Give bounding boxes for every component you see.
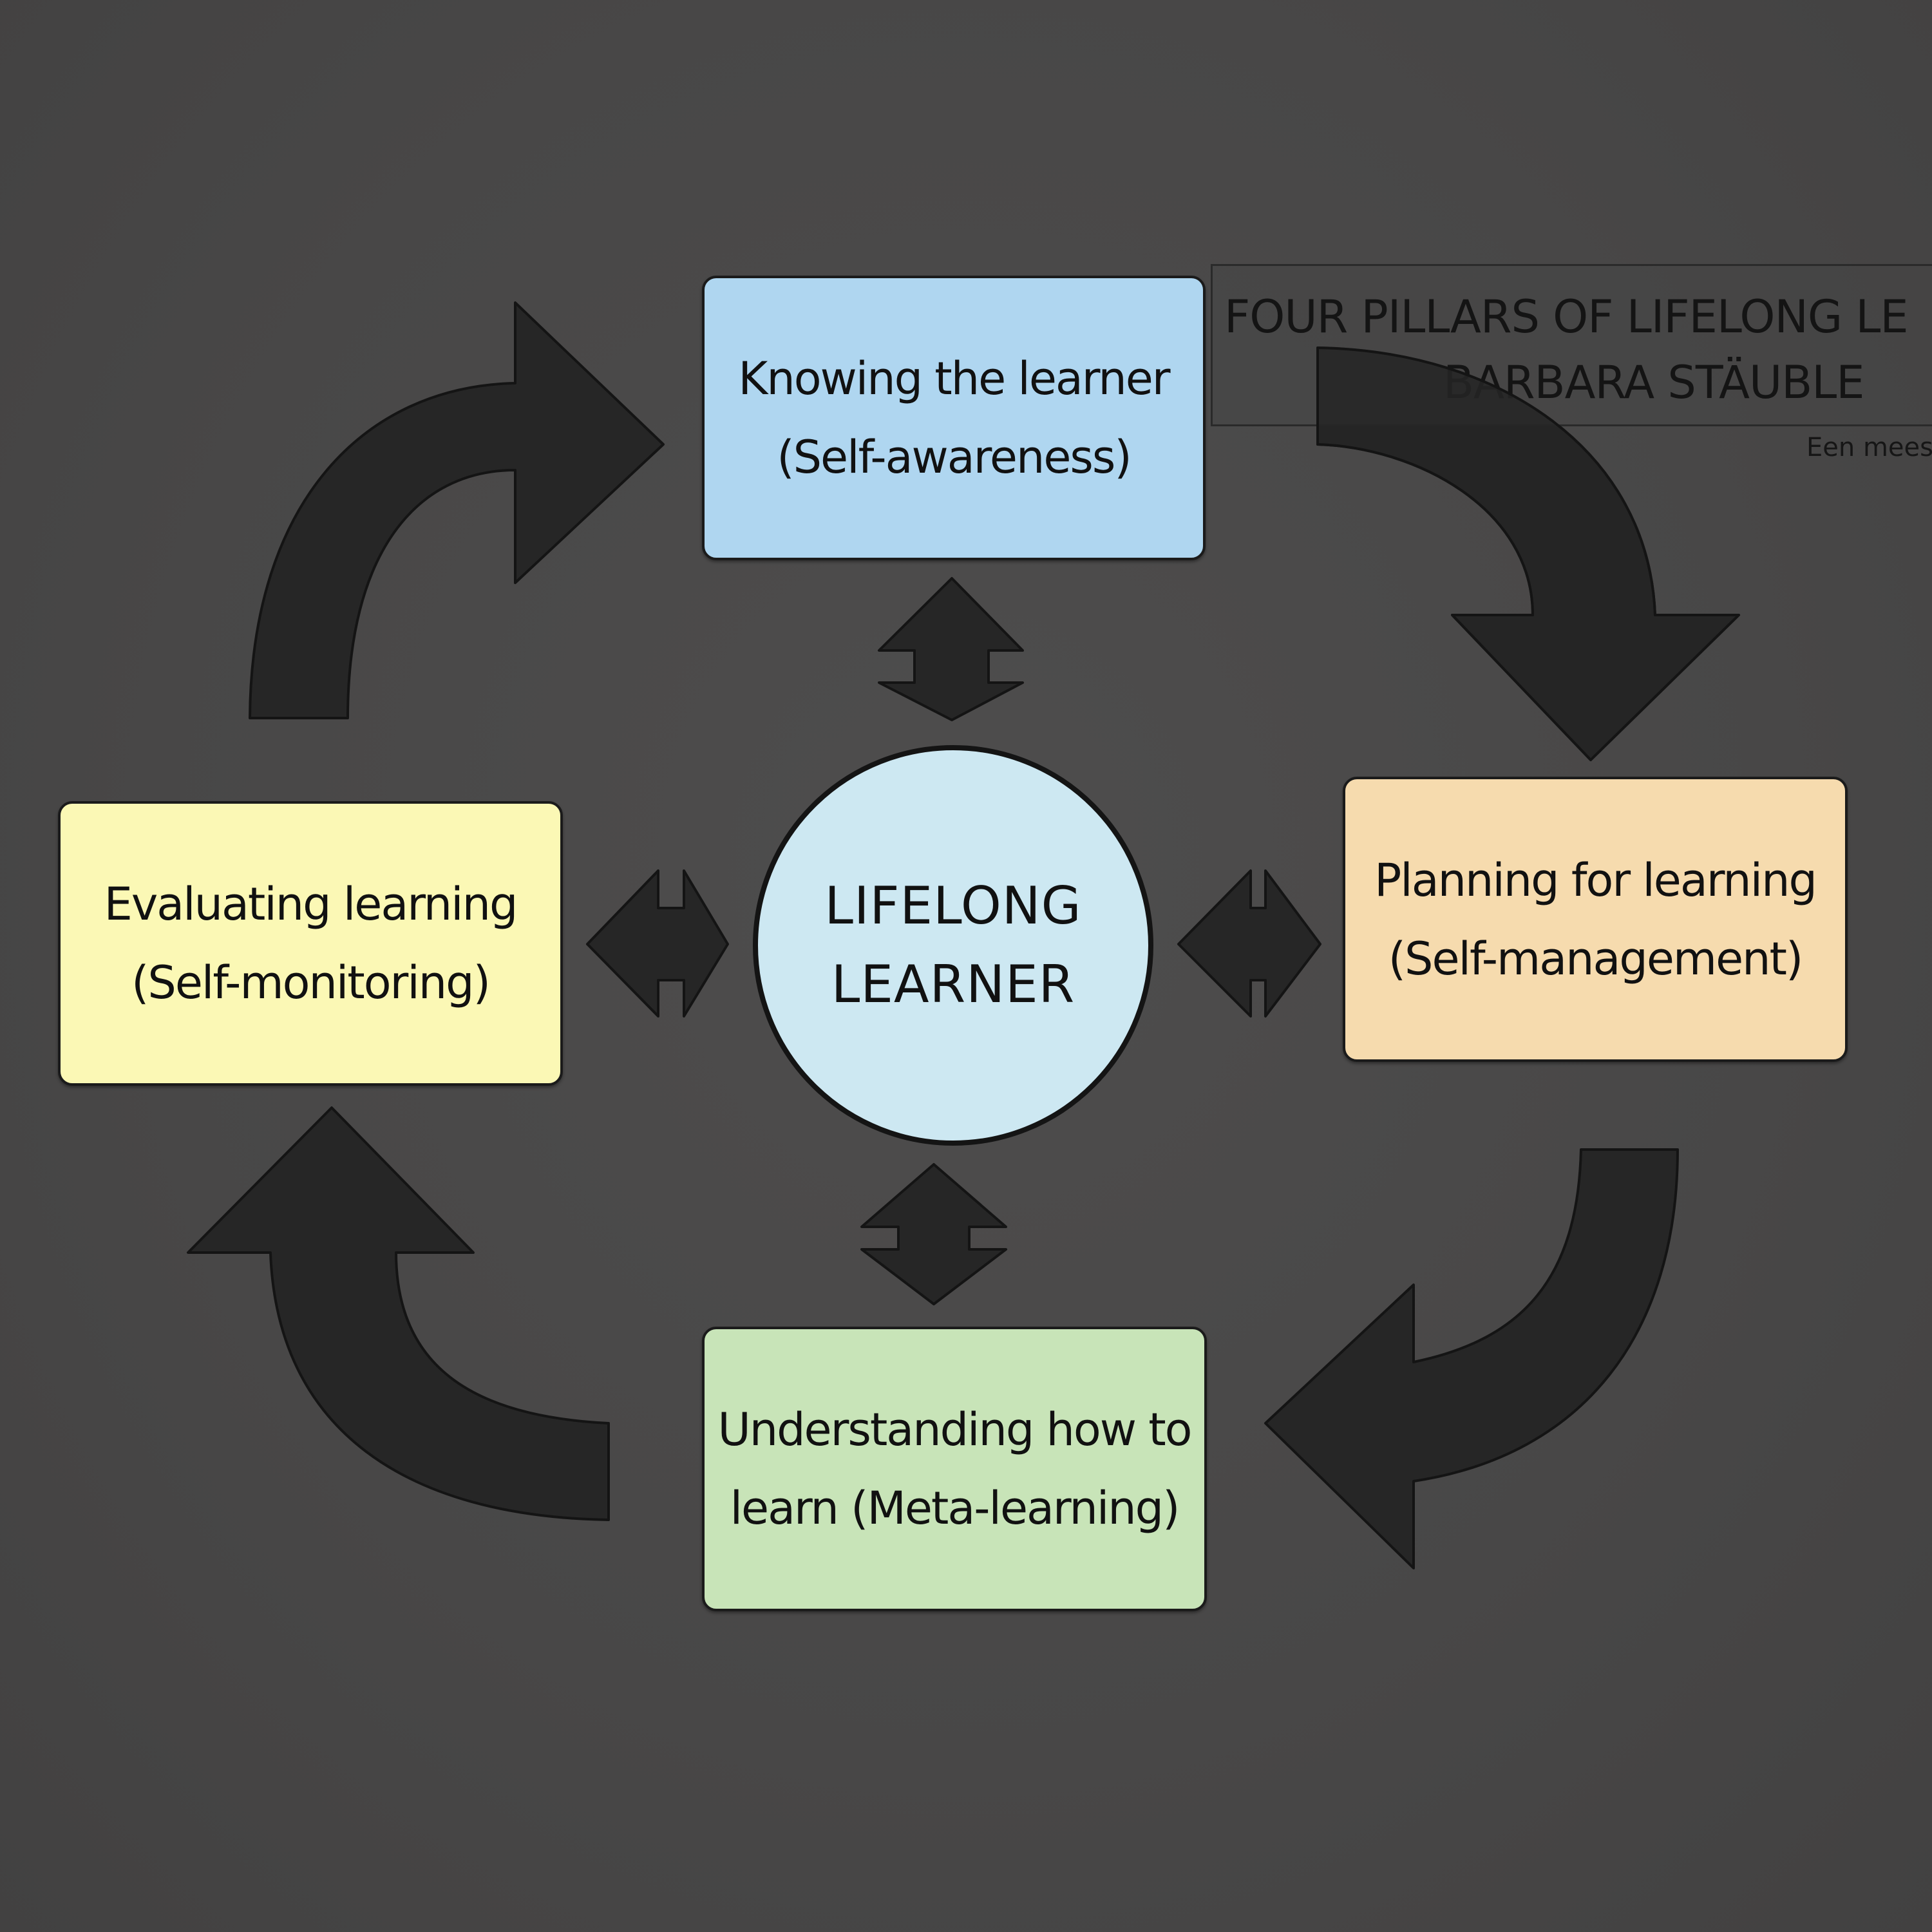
author-text: BARBARA STÄUBLE <box>1443 356 1865 409</box>
pillar-title: Understanding how to <box>717 1403 1193 1456</box>
pillar-subtitle: (Self-monitoring) <box>131 956 491 1009</box>
pillar-title: Planning for learning <box>1374 853 1817 907</box>
pillar-subtitle: learn (Meta-learning) <box>730 1482 1180 1535</box>
pillar-subtitle: (Self-management) <box>1388 932 1804 985</box>
pillar-evaluating-learning: Evaluating learning (Self-monitoring) <box>58 801 563 1086</box>
double-arrow-icon <box>1177 869 1321 1018</box>
double-arrow-icon <box>860 1163 1007 1305</box>
center-label-line: LEARNER <box>831 954 1075 1014</box>
center-label: LIFELONG LEARNER <box>753 746 1153 1145</box>
pillar-knowing-the-learner: Knowing the learner (Self-awareness) <box>702 276 1206 560</box>
pillar-understanding-how-to-learn: Understanding how to learn (Meta-learnin… <box>702 1327 1207 1611</box>
pillar-title: Evaluating learning <box>104 878 518 931</box>
double-arrow-icon <box>586 869 729 1018</box>
center-circle <box>753 745 1153 1146</box>
subtitle-text: Een mees <box>1806 433 1932 462</box>
double-arrow-icon <box>878 577 1024 721</box>
pillar-title: Knowing the learner <box>738 352 1170 405</box>
curved-arrow-icon <box>187 1106 610 1521</box>
pillar-subtitle: (Self-awareness) <box>777 431 1132 484</box>
curved-arrow-icon <box>1264 1148 1679 1569</box>
title-text: FOUR PILLARS OF LIFELONG LE <box>1224 290 1909 343</box>
curved-arrow-icon <box>249 301 665 719</box>
pillar-planning-for-learning: Planning for learning (Self-management) <box>1343 777 1848 1062</box>
center-label-line: LIFELONG <box>824 876 1082 936</box>
title-banner: FOUR PILLARS OF LIFELONG LE BARBARA STÄU… <box>1211 264 1932 426</box>
